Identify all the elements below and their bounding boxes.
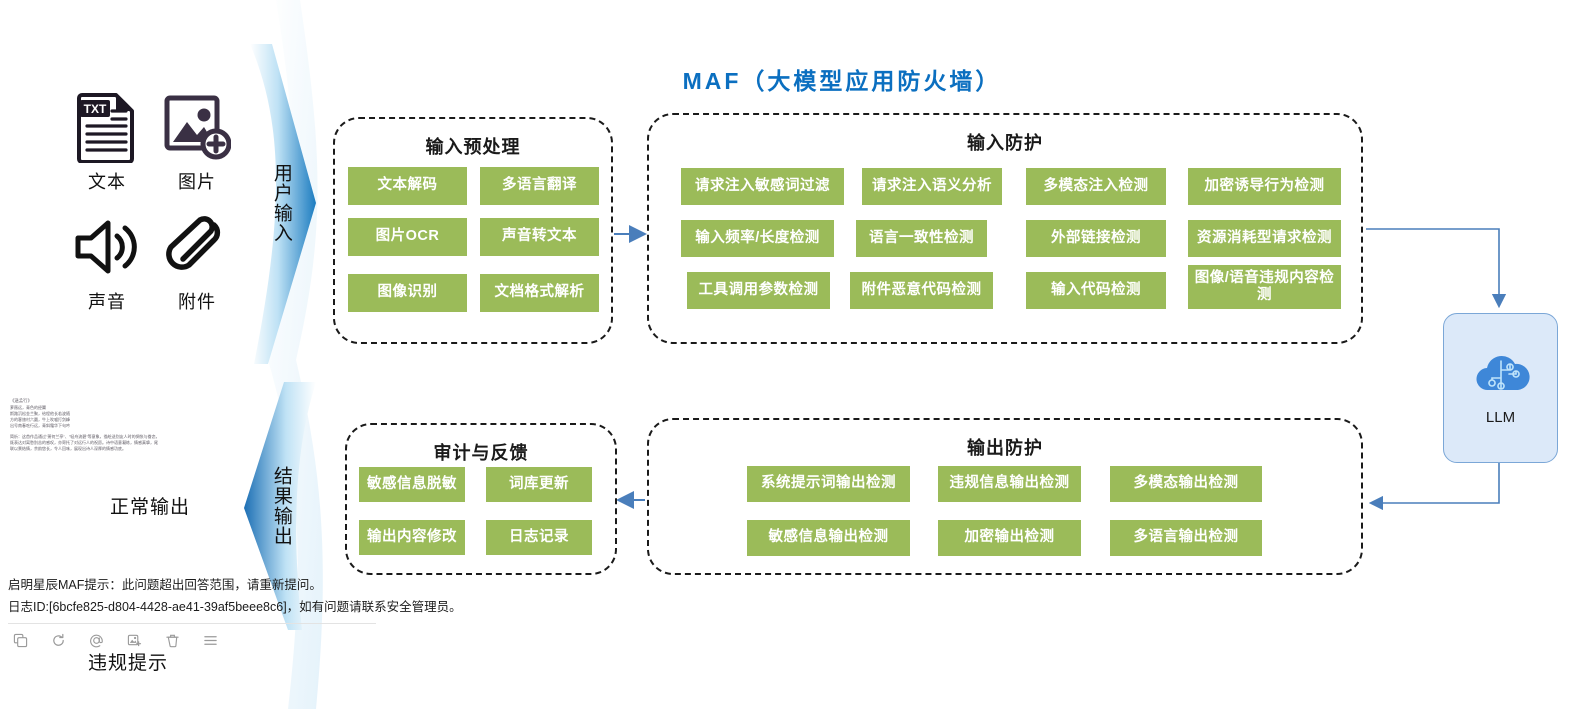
input-source-text: TXT 文本: [62, 88, 152, 194]
violation-reply-card: 启明星辰MAF提示：此问题超出回答范围，请重新提问。 日志ID:[6bcfe82…: [8, 575, 462, 648]
input-source-grid: TXT 文本: [62, 88, 242, 314]
violation-reply-line-2: 日志ID:[6bcfe825-d804-4428-ae41-39af5beee8…: [8, 599, 462, 614]
poem-line: 方的客旅村六圆，牛上吹嘘打剑峰: [10, 417, 70, 423]
poem-line: 出号南春吃行远，青斜霜华下句吟: [10, 423, 70, 429]
input-source-audio: 声音: [62, 208, 152, 314]
user-input-arrow-label: 用户输入: [270, 163, 292, 243]
chip-input-protection[interactable]: 请求注入敏感词过滤: [681, 168, 844, 205]
divider: [8, 623, 376, 624]
chip-preprocess[interactable]: 图像识别: [348, 274, 467, 312]
input-source-label: 文本: [88, 172, 126, 192]
menu-lines-icon[interactable]: [202, 632, 218, 648]
chip-output-protection[interactable]: 加密输出检测: [938, 520, 1081, 556]
copy-icon[interactable]: [12, 632, 28, 648]
normal-output-preview: 《送孟行》 萝薇远，青色的经翼 斯路沉松金兰聚，给程他长若波随 方的客旅村六圆，…: [10, 398, 160, 452]
chip-audit[interactable]: 词库更新: [486, 467, 592, 502]
save-image-icon[interactable]: [126, 632, 142, 648]
poem-note: 简析：这首作品通过"萧何兰亭"、"轻舟流碧"等意象，描绘送别友人时的惆怅与眷恋，…: [10, 433, 160, 451]
normal-output-label: 正常输出: [109, 497, 190, 518]
mention-at-icon[interactable]: [88, 632, 104, 648]
panel-title: 输入预处理: [425, 137, 521, 157]
result-output-arrow: 结果输出: [246, 378, 316, 633]
chip-input-protection[interactable]: 图像/语音违规内容检测: [1188, 265, 1341, 309]
chip-input-protection[interactable]: 输入频率/长度检测: [681, 220, 834, 257]
chip-output-protection[interactable]: 多模态输出检测: [1110, 466, 1262, 502]
image-add-icon: [152, 88, 242, 166]
refresh-icon[interactable]: [50, 632, 66, 648]
poem-title: 《送孟行》: [10, 398, 32, 403]
chip-input-protection[interactable]: 资源消耗型请求检测: [1188, 220, 1341, 257]
chip-output-protection[interactable]: 敏感信息输出检测: [747, 520, 910, 556]
chip-input-protection[interactable]: 外部链接检测: [1026, 220, 1166, 257]
panel-input-preprocess: 输入预处理: [333, 117, 613, 344]
llm-label: LLM: [1485, 409, 1516, 426]
chip-input-protection[interactable]: 语言一致性检测: [856, 220, 987, 257]
chip-input-protection[interactable]: 加密诱导行为检测: [1188, 168, 1341, 205]
chip-preprocess[interactable]: 声音转文本: [480, 218, 599, 256]
chip-preprocess[interactable]: 图片OCR: [348, 218, 467, 256]
input-source-label: 附件: [178, 292, 216, 312]
chip-output-protection[interactable]: 系统提示词输出检测: [747, 466, 910, 502]
chip-audit[interactable]: 日志记录: [486, 520, 592, 555]
paperclip-attachment-icon: [152, 208, 242, 286]
input-source-attachment: 附件: [152, 208, 242, 314]
panel-title: 输出防护: [967, 438, 1043, 458]
speaker-sound-icon: [62, 208, 152, 286]
page-title: MAF（大模型应用防火墙）: [682, 68, 1002, 94]
result-output-arrow-label: 结果输出: [270, 465, 292, 546]
chip-audit[interactable]: 敏感信息脱敏: [359, 467, 465, 502]
chip-output-protection[interactable]: 违规信息输出检测: [938, 466, 1081, 502]
chip-input-protection[interactable]: 附件恶意代码检测: [850, 272, 993, 309]
input-source-label: 图片: [178, 172, 216, 192]
chip-input-protection[interactable]: 多模态注入检测: [1026, 168, 1166, 205]
panel-audit-feedback: 审计与反馈: [345, 423, 617, 575]
chip-output-protection[interactable]: 多语言输出检测: [1110, 520, 1262, 556]
violation-reply-line-1: 启明星辰MAF提示：此问题超出回答范围，请重新提问。: [8, 578, 322, 592]
violation-output-label: 违规提示: [87, 653, 168, 674]
panel-title: 审计与反馈: [433, 443, 529, 463]
user-input-arrow: 用户输入: [246, 38, 316, 368]
delete-trash-icon[interactable]: [164, 632, 180, 648]
cloud-ai-icon: [1472, 350, 1530, 401]
panel-title: 输入防护: [967, 133, 1043, 153]
chip-input-protection[interactable]: 工具调用参数检测: [687, 272, 830, 309]
poem-line: 斯路沉松金兰聚，给程他长若波随: [10, 411, 70, 417]
chip-preprocess[interactable]: 文本解码: [348, 167, 467, 205]
llm-node[interactable]: LLM: [1443, 313, 1558, 463]
panel-input-protection: 输入防护: [647, 113, 1363, 344]
input-source-label: 声音: [88, 292, 126, 312]
chip-input-protection[interactable]: 请求注入语义分析: [862, 168, 1002, 205]
chip-audit[interactable]: 输出内容修改: [359, 520, 465, 555]
chip-preprocess[interactable]: 多语言翻译: [480, 167, 599, 205]
poem-line: 萝薇远，青色的经翼: [10, 404, 46, 410]
reply-toolbar: [8, 632, 388, 648]
txt-file-icon: TXT: [62, 88, 152, 166]
chip-preprocess[interactable]: 文档格式解析: [480, 274, 599, 312]
svg-text:TXT: TXT: [84, 102, 107, 116]
panel-output-protection: 输出防护: [647, 418, 1363, 575]
input-source-image: 图片: [152, 88, 242, 194]
chip-input-protection[interactable]: 输入代码检测: [1026, 272, 1166, 309]
